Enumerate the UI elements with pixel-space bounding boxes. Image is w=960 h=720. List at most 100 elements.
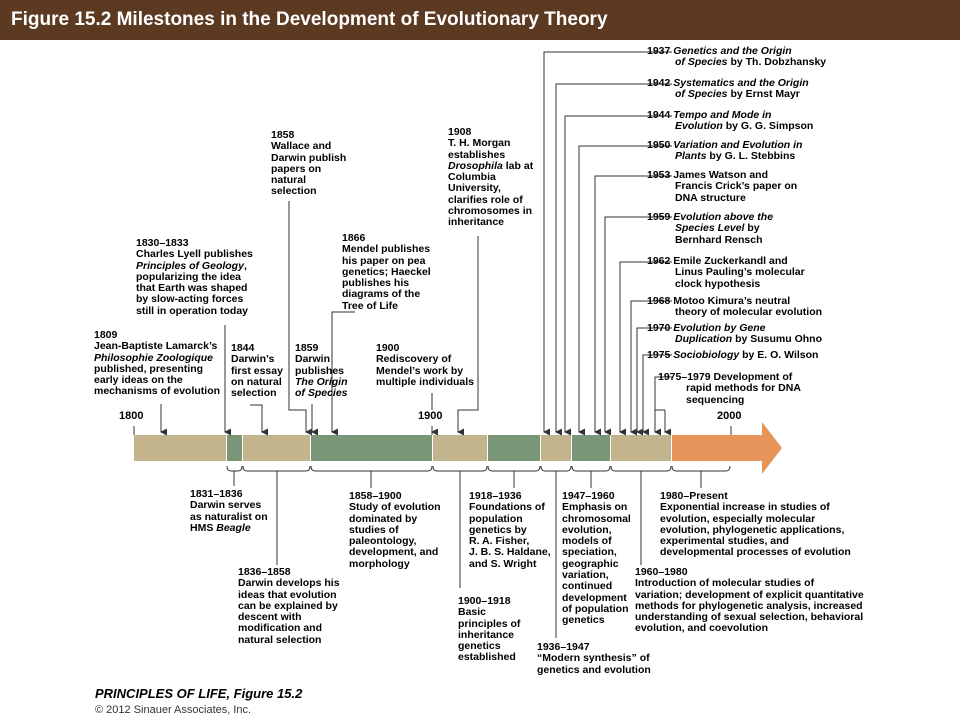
event-description-first-line: Systematics and the Origin [673, 77, 809, 89]
event-description-first-line: Motoo Kimura’s neutral [673, 295, 791, 307]
timeline-bar [134, 422, 782, 474]
event-description-first-line: James Watson and [673, 169, 769, 181]
event-description: Darwin serves as naturalist on HMS Beagl… [190, 499, 268, 534]
event-description-first-line: Evolution above the [673, 211, 774, 223]
event-description: theory of molecular evolution [675, 306, 823, 319]
figure-title: Figure 15.2 Milestones in the Developmen… [11, 9, 608, 30]
period-1936-1947: 1936–1947“Modern synthesis” of genetics … [537, 641, 651, 676]
axis-label-1800: 1800 [119, 410, 144, 422]
event-description-first-line: Sociobiology by E. O. Wilson [673, 349, 819, 361]
event-description: of Species by Th. Dobzhansky [675, 56, 827, 69]
event-description: Linus Pauling’s molecular clock hypothes… [675, 266, 805, 290]
event-year: 1858 [271, 129, 295, 141]
event-description: Darwin develops his ideas that evolution… [238, 577, 340, 646]
event-year: 1975 [647, 349, 671, 361]
event-description: Charles Lyell publishes Principles of Ge… [136, 248, 253, 317]
event-year: 1809 [94, 329, 118, 341]
axis-label-1900: 1900 [418, 410, 443, 422]
event-year: 1980–Present [660, 490, 728, 502]
event-year: 1962 [647, 255, 671, 267]
event-year: 1844 [231, 342, 255, 354]
segment-1836-1858 [243, 435, 310, 461]
event-year: 1947–1960 [562, 490, 615, 502]
segment-1858-1900 [311, 435, 432, 461]
event-description: rapid methods for DNA sequencing [686, 382, 801, 406]
event-year: 1900 [376, 342, 400, 354]
event-description: Jean-Baptiste Lamarck’s Philosophie Zool… [94, 340, 221, 398]
event-description: Darwin publishes The Origin of Species [295, 353, 348, 400]
event-description: Darwin’s first essay on natural selectio… [231, 353, 283, 400]
segment-1960-1980 [611, 435, 671, 461]
event-description: Wallace and Darwin publish papers on nat… [271, 140, 347, 198]
event-year: 1970 [647, 322, 671, 334]
segment-1800-1831 [134, 435, 226, 461]
event-year: 1831–1836 [190, 488, 243, 500]
event-year: 1953 [647, 169, 671, 181]
event-description: Basic principles of inheritance genetics… [458, 606, 521, 664]
event-description: of Species by Ernst Mayr [675, 88, 800, 101]
event-description-first-line: Tempo and Mode in [673, 109, 772, 121]
event-year: 1908 [448, 126, 472, 138]
event-description: “Modern synthesis” of genetics and evolu… [537, 652, 651, 676]
segment-1980-present-arrow [672, 422, 782, 474]
event-description: Plants by G. L. Stebbins [675, 150, 796, 163]
event-description-first-line: Evolution by Gene [673, 322, 766, 334]
event-year: 1975–1979 [658, 371, 711, 383]
timeline-diagram [133, 51, 782, 638]
event-description: Duplication by Susumu Ohno [675, 333, 823, 346]
header-bar: Figure 15.2 Milestones in the Developmen… [0, 0, 960, 40]
segment-1947-1960 [572, 435, 610, 461]
event-description-first-line: Genetics and the Origin [673, 45, 792, 57]
event-description-first-line: Emile Zuckerkandl and [673, 255, 788, 267]
event-year: 1866 [342, 232, 366, 244]
event-year: 1942 [647, 77, 671, 89]
event-year: 1959 [647, 211, 671, 223]
event-year: 1968 [647, 295, 671, 307]
event-year: 1830–1833 [136, 237, 189, 249]
event-description: Introduction of molecular studies of var… [635, 577, 864, 635]
event-description: Emphasis on chromosomal evolution, model… [562, 501, 631, 627]
event-description: Mendel publishes his paper on pea geneti… [342, 243, 431, 312]
segment-1918-1936 [488, 435, 540, 461]
event-description: Species Level by Bernhard Rensch [675, 222, 763, 246]
axis-label-2000: 2000 [717, 410, 742, 422]
footer-book-title: PRINCIPLES OF LIFE, Figure 15.2 [95, 686, 303, 701]
segment-1831-1836 [227, 435, 242, 461]
event-description-first-line: Variation and Evolution in [673, 139, 803, 151]
event-description: Evolution by G. G. Simpson [675, 120, 814, 133]
event-year: 1936–1947 [537, 641, 590, 653]
event-year: 1900–1918 [458, 595, 511, 607]
event-description: Rediscovery of Mendel’s work by multiple… [376, 353, 475, 388]
event-year: 1944 [647, 109, 671, 121]
event-year: 1836–1858 [238, 566, 291, 578]
event-description: Foundations of population genetics by R.… [469, 501, 551, 570]
segment-1900-1918 [433, 435, 487, 461]
event-description: Francis Crick’s paper on DNA structure [675, 180, 798, 204]
event-description: Study of evolution dominated by studies … [349, 501, 441, 570]
event-arrows-above [160, 201, 479, 436]
segment-1936-1947 [541, 435, 571, 461]
